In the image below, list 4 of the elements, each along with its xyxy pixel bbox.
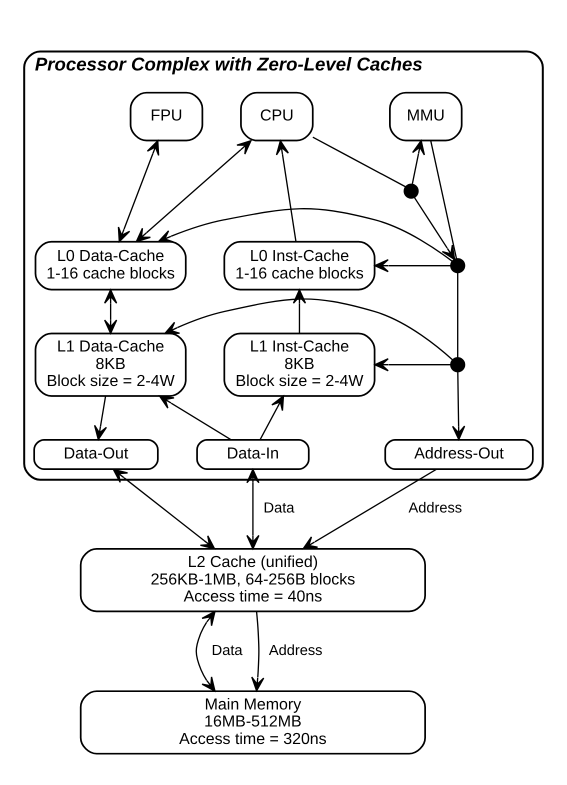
edge-label: Data <box>212 642 243 659</box>
edge-label: Address <box>268 642 322 659</box>
edge-label: Address <box>408 500 462 516</box>
edge-label: Data <box>264 500 294 516</box>
